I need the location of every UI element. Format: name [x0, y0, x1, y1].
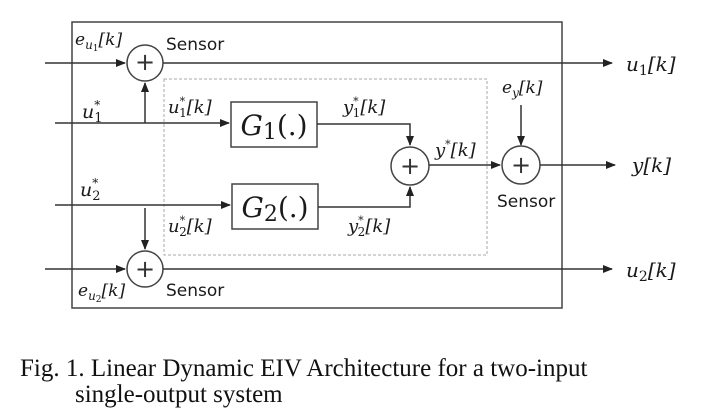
g1-label: G1(.) — [240, 109, 307, 145]
label-y1-star-k: y*1[k] — [342, 95, 386, 120]
label-u1-k-output: u1[k] — [626, 52, 676, 79]
label-u2-k-output: u2[k] — [626, 258, 676, 285]
label-y-k-output: y[k] — [631, 153, 671, 177]
g2-label: G2(.) — [241, 191, 308, 227]
plus-icon: + — [135, 255, 155, 283]
y2-star-wire — [318, 186, 414, 208]
plus-icon: + — [511, 151, 531, 179]
label-u2-star-input: u*2 — [80, 176, 101, 204]
true-system-boundary — [163, 78, 488, 256]
eiv-block-diagram: + G1(.) G2(.) + + + Sensor Sensor Sensor… — [45, 21, 676, 309]
label-e-u1: eu1[k] — [75, 30, 122, 54]
label-y2-star-k: y*2[k] — [347, 214, 391, 239]
g1-block — [230, 101, 318, 148]
label-y-star-k: y*[k] — [434, 138, 477, 161]
label-u1-star-k: u*1[k] — [168, 95, 213, 120]
figure-caption: Fig. 1. Linear Dynamic EIV Architecture … — [20, 356, 720, 408]
plus-icon: + — [400, 152, 420, 180]
y1-star-wire — [317, 123, 414, 146]
sensor-label-right: Sensor — [497, 192, 555, 212]
caption-line-1: Fig. 1. Linear Dynamic EIV Architecture … — [20, 355, 588, 382]
label-e-u2: eu2[k] — [78, 281, 125, 305]
plus-icon: + — [135, 48, 155, 76]
sensor-label-top: Sensor — [166, 35, 224, 55]
caption-line-2: single-output system — [75, 381, 283, 408]
label-u2-star-k: u*2[k] — [168, 214, 213, 239]
label-e-y: ey[k] — [502, 78, 543, 100]
sensor-label-bottom: Sensor — [166, 281, 224, 301]
label-u1-star-input: u*1 — [82, 98, 103, 126]
sum-junction-output — [390, 146, 430, 186]
